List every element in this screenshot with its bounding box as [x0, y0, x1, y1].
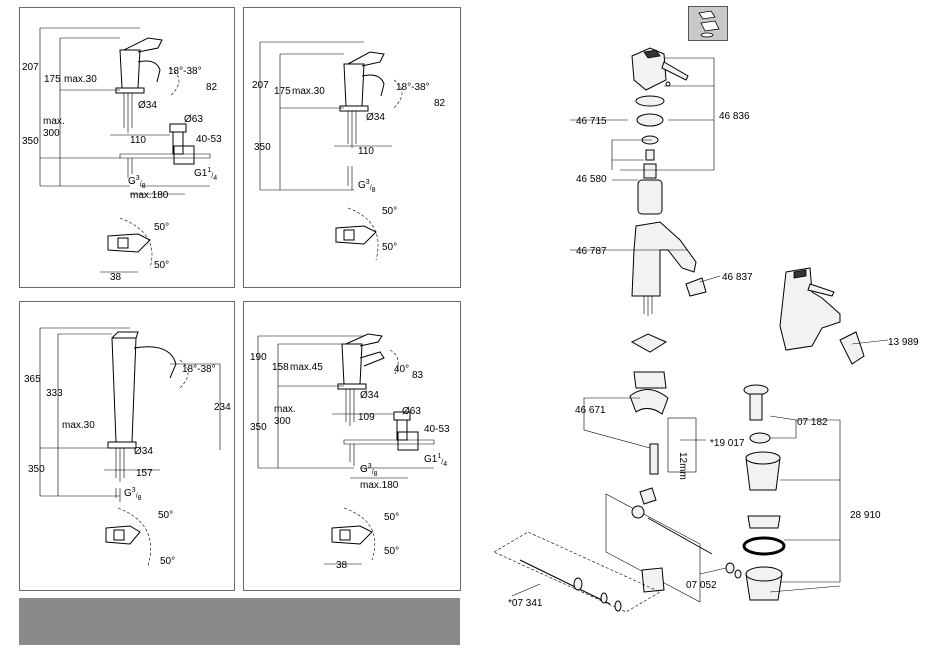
dim-reach: max.30: [292, 86, 325, 97]
dim-angle: 18°-38°: [396, 82, 430, 93]
part-label-46580: 46 580: [576, 174, 607, 185]
dim-drain-length: 40-53: [424, 424, 450, 435]
dim-drain-length: 40-53: [196, 134, 222, 145]
dim-thread-a: G3/8: [128, 175, 146, 190]
dim-under-height: 350: [254, 142, 271, 153]
dim-angle-2: 50°: [382, 242, 397, 253]
dim-angle-1: 50°: [382, 206, 397, 217]
dim-angle-1: 50°: [384, 512, 399, 523]
dimension-panel-tall-basin-mixer: 365 333 18°-38° 234 max.30 Ø34 350 157 G…: [19, 301, 235, 591]
part-label-07182: 07 182: [797, 417, 828, 428]
top-view: [100, 217, 153, 273]
dim-upper-height: 175: [274, 86, 291, 97]
part-label-13989: 13 989: [888, 337, 919, 348]
dim-offset: 110: [358, 146, 374, 157]
dim-max-rod: max.180: [130, 190, 169, 201]
dim-max-rod: max.180: [360, 480, 399, 491]
dim-diameter: Ø34: [134, 446, 153, 457]
faucet-drawing: [107, 331, 177, 502]
bidet-mixer: [779, 267, 865, 365]
dim-spout-height: 82: [434, 98, 446, 109]
dim-angle: 40°: [394, 364, 409, 375]
dim-upper-height: 333: [46, 388, 63, 399]
dim-max-depth: max.300: [43, 116, 65, 139]
dim-width: 38: [110, 272, 122, 283]
part-label-19017: *19 017: [710, 438, 745, 449]
dim-thread-b: G11/4: [194, 167, 217, 182]
dim-reach: max.30: [62, 420, 95, 431]
dim-angle: 18°-38°: [182, 364, 216, 375]
dim-total-height: 207: [22, 62, 39, 73]
dim-max-depth: max.300: [274, 404, 296, 427]
dimension-panel-bidet-mixer: 190 158 max.45 40° 83 Ø34 max.300 350 10…: [243, 301, 461, 591]
dim-upper-height: 158: [272, 362, 289, 373]
part-label-46837: 46 837: [722, 272, 753, 283]
dim-total-height: 207: [252, 80, 269, 91]
part-label-28910: 28 910: [850, 510, 881, 521]
top-view: [335, 207, 379, 261]
dim-diameter: Ø34: [366, 112, 385, 123]
dim-diameter: Ø34: [138, 100, 157, 111]
faucet-body: [631, 221, 697, 316]
dim-drain-diameter: Ø63: [402, 406, 421, 417]
dim-spout-height: 82: [206, 82, 218, 93]
dim-angle-2: 50°: [160, 556, 175, 567]
dim-offset: 109: [358, 412, 375, 423]
dim-angle-2: 50°: [384, 546, 399, 557]
dim-12mm-label: 12mm: [677, 452, 688, 480]
dim-drain-diameter: Ø63: [184, 114, 203, 125]
dim-diameter: Ø34: [360, 390, 379, 401]
dim-reach: max.30: [64, 74, 97, 85]
dim-angle-1: 50°: [158, 510, 173, 521]
footer-grey-bar: [19, 598, 460, 645]
dim-offset: 157: [136, 468, 153, 479]
dim-width: 38: [336, 560, 348, 571]
dim-total-height: 190: [250, 352, 267, 363]
top-view: [105, 507, 151, 567]
top-view: [324, 507, 376, 565]
lever-handle: [631, 47, 689, 91]
dim-angle: 18°-38°: [168, 66, 202, 77]
dim-under-height: 350: [28, 464, 45, 475]
part-label-46671: 46 671: [575, 405, 606, 416]
dim-thread-b: G11/4: [424, 453, 447, 468]
dim-under-height: 350: [250, 422, 267, 433]
dim-angle-2: 50°: [154, 260, 169, 271]
exploded-parts-view: 46 836 46 715 46 580 46 787 46 837 13 98…: [470, 0, 950, 667]
part-label-46715: 46 715: [576, 116, 607, 127]
dim-spout-height: 234: [214, 402, 231, 413]
dim-thread-a: G3/8: [124, 487, 142, 502]
product-pictogram-icon: [688, 6, 728, 41]
part-label-07052: 07 052: [686, 580, 717, 591]
dim-spout-height: 83: [412, 370, 424, 381]
dim-offset: 110: [130, 135, 146, 146]
dim-thread-a: G3/8: [360, 463, 378, 478]
part-label-46836: 46 836: [719, 111, 750, 122]
faucet-drawing: [115, 37, 211, 178]
dim-under-height: 350: [22, 136, 39, 147]
dim-upper-height: 175: [44, 74, 61, 85]
faucet-drawing: [339, 51, 385, 190]
dim-total-height: 365: [24, 374, 41, 385]
part-label-07341: *07 341: [508, 598, 543, 609]
dimension-panel-basin-mixer: 207 175 max.30 18°-38° 82 Ø34 350 110 G3…: [243, 7, 461, 288]
part-label-46787: 46 787: [576, 246, 607, 257]
dimension-panel-basin-mixer-pop-up: 207 175 max.30 18°-38° 82 Ø34 max.300 35…: [19, 7, 235, 288]
dim-angle-1: 50°: [154, 222, 169, 233]
faucet-drawing: [337, 333, 435, 466]
dim-reach: max.45: [290, 362, 323, 373]
dim-thread-a: G3/8: [358, 179, 376, 194]
